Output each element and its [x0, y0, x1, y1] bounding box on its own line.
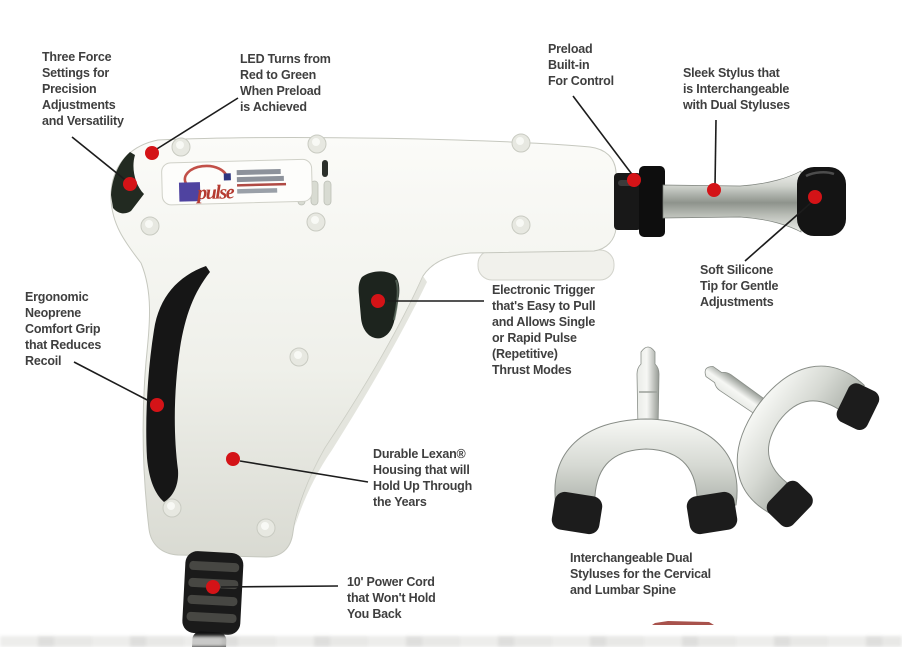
- handle-shading: [295, 276, 427, 526]
- marker-dots: [123, 146, 822, 594]
- leader-housing: [239, 460, 369, 483]
- callout-power-cord: 10' Power Cord that Won't Hold You Back: [347, 575, 436, 621]
- stylus-rubber-tip: [686, 491, 738, 535]
- dual-stylus-tilted: [704, 365, 880, 528]
- logo-fine-print: [236, 168, 287, 194]
- adjusting-gun: pulse: [110, 133, 846, 647]
- marker-dot-grip: [150, 398, 164, 412]
- leader-force-settings: [71, 136, 130, 184]
- leader-power-cord: [220, 585, 339, 588]
- callout-dual-styluses: Interchangeable Dual Styluses for the Ce…: [570, 551, 711, 597]
- logo-arc: [183, 164, 229, 185]
- leader-silicone-tip: [744, 200, 814, 262]
- brand-logo: pulse: [178, 164, 287, 204]
- stylus-shaft: [662, 170, 802, 233]
- logo-text: pulse: [195, 181, 235, 204]
- callout-grip: Ergonomic Neoprene Comfort Grip that Red…: [25, 290, 102, 368]
- callout-sleek-stylus: Sleek Stylus that is Interchangeable wit…: [683, 66, 790, 112]
- cropped-red-mark: [652, 621, 714, 625]
- marker-dot-silicone-tip: [808, 190, 822, 204]
- neoprene-grip: [146, 266, 210, 502]
- silicone-tip: [797, 167, 846, 236]
- screw-bosses: [140, 133, 531, 538]
- marker-dot-sleek-stylus: [707, 183, 721, 197]
- marker-dot-housing: [226, 452, 240, 466]
- gun-housing: [110, 137, 617, 558]
- logo-square: [178, 182, 201, 202]
- leader-preload: [572, 95, 635, 178]
- leader-lines: [71, 95, 814, 588]
- logo-small-square: [223, 173, 231, 181]
- trigger-highlight: [393, 279, 399, 321]
- stylus-rubber-tip: [836, 383, 880, 430]
- dual-stylus-upright: [551, 346, 738, 535]
- callout-force-settings: Three Force Settings for Precision Adjus…: [42, 50, 124, 128]
- callout-preload: Preload Built-in For Control: [548, 42, 614, 88]
- cropped-bottom-strip: [0, 636, 902, 647]
- callout-silicone-tip: Soft Silicone Tip for Gentle Adjustments: [700, 263, 779, 309]
- callout-trigger: Electronic Trigger that's Easy to Pull a…: [492, 283, 596, 377]
- marker-dot-trigger: [371, 294, 385, 308]
- callout-housing: Durable Lexan® Housing that will Hold Up…: [373, 447, 473, 509]
- leader-sleek-stylus: [714, 119, 717, 188]
- leader-led: [151, 97, 239, 153]
- marker-dot-led: [145, 146, 159, 160]
- power-cord: [182, 551, 244, 647]
- brand-label-plate: pulse: [161, 158, 313, 206]
- stylus-rubber-tip: [551, 491, 603, 535]
- leader-grip: [73, 361, 154, 404]
- stylus-rubber-tip: [766, 480, 813, 528]
- callout-led: LED Turns from Red to Green When Preload…: [240, 52, 331, 114]
- marker-dot-power-cord: [206, 580, 220, 594]
- tip-highlight: [805, 171, 835, 178]
- under-barrel-guide: [477, 249, 615, 281]
- marker-dot-preload: [627, 173, 641, 187]
- marker-dot-force-settings: [123, 177, 137, 191]
